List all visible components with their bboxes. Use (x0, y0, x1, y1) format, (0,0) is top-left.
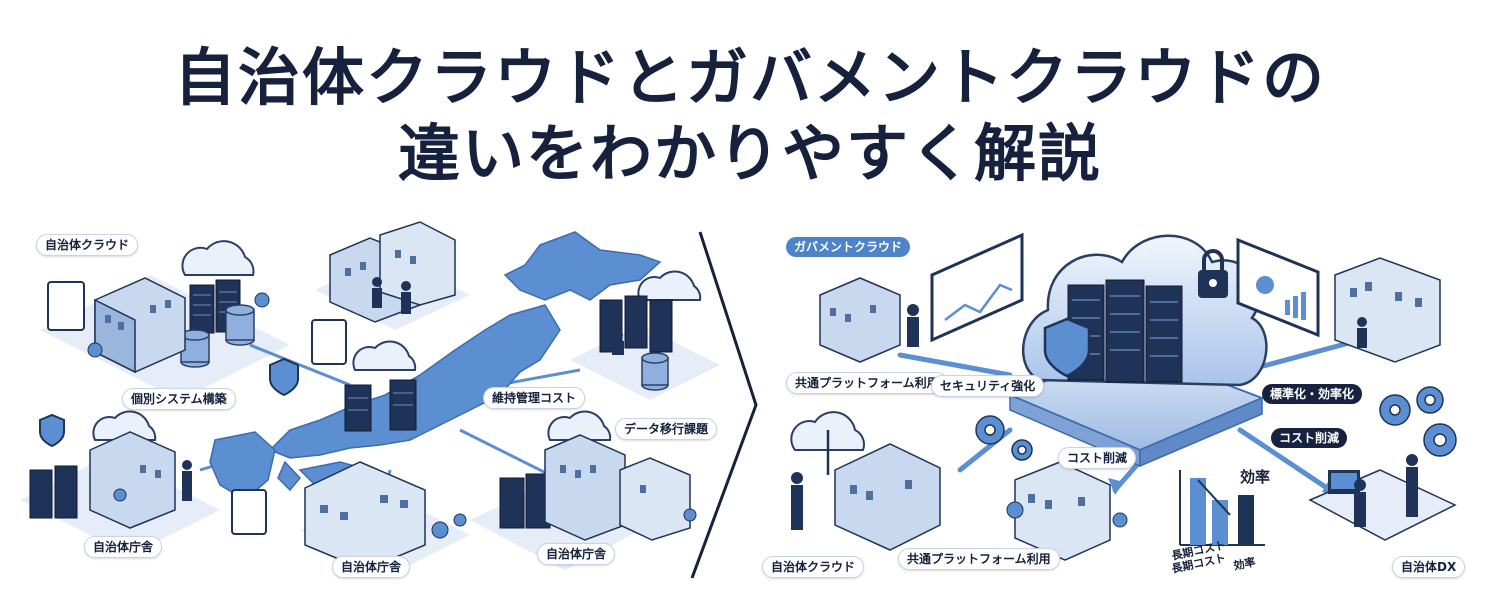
label-security: セキュリティ強化 (931, 375, 1045, 397)
database-icons-left (180, 304, 669, 391)
label-local-cloud: 自治体クラウド (762, 556, 865, 578)
title-line-1: 自治体クラウドとガバメントクラウドの (173, 41, 1326, 114)
gear-icons (975, 386, 1457, 461)
padlock-icon (1198, 249, 1228, 298)
central-shield-icon (1043, 317, 1091, 378)
trees-right (1006, 501, 1128, 528)
label-local-dx: 自治体DX (1392, 556, 1466, 578)
building-windows-left (105, 250, 646, 520)
panel-divider (690, 231, 758, 579)
label-cost-reduction-center: コスト削減 (1058, 447, 1137, 469)
server-racks-left (29, 279, 673, 529)
label-standardization: 標準化・効率化 (1262, 384, 1363, 404)
efficiency-bar-chart (1179, 470, 1265, 546)
building-windows-right (830, 282, 1422, 509)
label-cost-reduction-right: コスト削減 (1271, 428, 1348, 448)
label-common-platform-top: 共通プラットフォーム利用 (786, 372, 948, 394)
arrow-heads-right (1108, 478, 1338, 496)
dx-workstation (1308, 469, 1457, 541)
people-left (182, 277, 624, 501)
chart-label-efficiency: 効率 (1240, 468, 1271, 486)
dashboard-monitors (930, 232, 1320, 343)
title-line-2: 違いをわかりやすく解説 (397, 117, 1102, 190)
left-panel-header: 自治体クラウド (36, 234, 139, 256)
label-office-2: 自治体庁舎 (332, 556, 411, 578)
trees-left (87, 292, 697, 539)
page-title: 自治体クラウドとガバメントクラウドの 違いをわかりやすく解説 (0, 40, 1500, 192)
people-right (791, 304, 1418, 530)
shield-icons-left (39, 357, 299, 448)
label-individual-system: 個別システム構築 (122, 388, 236, 410)
clipboard-icons-left (47, 281, 347, 535)
cloud-icons-left (92, 240, 702, 441)
buildings-left (89, 221, 691, 571)
label-office-1: 自治体庁舎 (84, 536, 163, 558)
label-maintenance-cost: 維持管理コスト (483, 387, 586, 409)
right-panel-header: ガバメントクラウド (786, 237, 911, 257)
label-data-migration: データ移行課題 (615, 418, 718, 440)
label-office-3: 自治体庁舎 (537, 543, 616, 565)
label-common-platform-bottom: 共通プラットフォーム利用 (898, 548, 1060, 570)
